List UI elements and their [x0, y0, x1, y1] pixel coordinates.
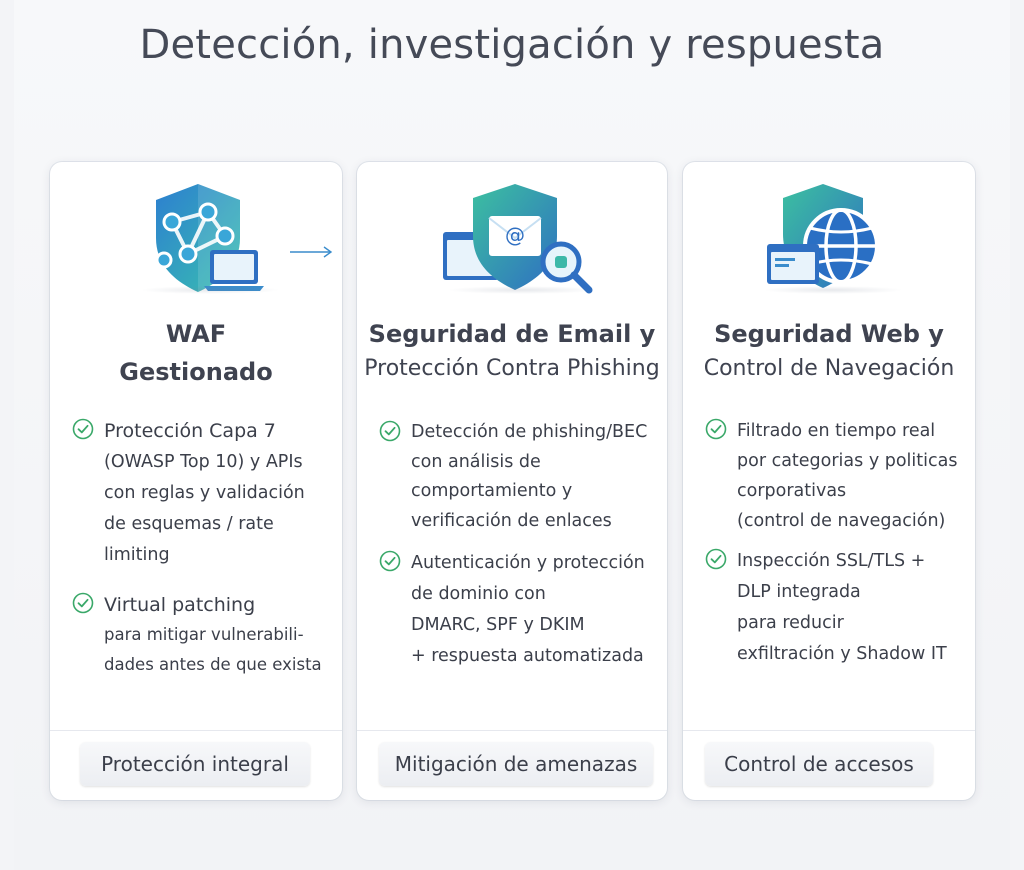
card-web: Seguridad Web y Control de Navegación Fi…	[683, 162, 975, 800]
feature-line: DLP integrada	[737, 582, 861, 602]
card-divider	[50, 730, 342, 731]
arrow-right-icon	[290, 246, 333, 258]
card-title-line1: Seguridad Web y	[714, 320, 944, 348]
feature-line: exfiltración y Shadow IT	[737, 644, 947, 664]
check-circle-icon	[379, 420, 401, 442]
icon-shadow	[447, 286, 597, 294]
card-waf: WAF Gestionado Protección Capa 7 (OWASP …	[50, 162, 342, 800]
icon-shadow	[763, 286, 903, 294]
feature-line: Virtual patching	[104, 594, 256, 616]
card-title-line1: WAF	[165, 320, 227, 348]
card-title-line1: Seguridad de Email y	[368, 320, 656, 348]
feature-line: comportamiento y	[411, 481, 573, 501]
feature-line: Filtrado en tiempo real	[737, 421, 936, 441]
feature-line: dades antes de que exista	[104, 655, 322, 674]
feature-item: Virtual patching para mitigar vulnerabil…	[72, 590, 322, 680]
control-accesos-button[interactable]: Control de accesos	[705, 742, 933, 786]
card-title-line2: Protección Contra Phishing	[364, 356, 660, 381]
svg-text:@: @	[505, 223, 525, 247]
check-circle-icon	[379, 550, 401, 572]
feature-line: Autenticación y protección	[411, 553, 645, 573]
mitigacion-amenazas-button[interactable]: Mitigación de amenazas	[379, 742, 653, 786]
feature-line: con reglas y validación	[104, 483, 305, 503]
check-circle-icon	[705, 548, 727, 570]
feature-line: corporativas	[737, 481, 847, 501]
feature-line: para reducir	[737, 613, 844, 633]
feature-line: de esquemas / rate	[104, 514, 274, 534]
feature-item: Inspección SSL/TLS + DLP integrada para …	[705, 546, 947, 670]
page-title: Detección, investigación y respuesta	[139, 22, 885, 68]
feature-line: DMARC, SPF y DKIM	[411, 615, 585, 635]
shield-network-laptop-icon	[50, 176, 342, 306]
feature-line: Inspección SSL/TLS +	[737, 551, 926, 571]
feature-line: Detección de phishing/BEC	[411, 422, 648, 442]
proteccion-integral-button[interactable]: Protección integral	[80, 742, 310, 786]
card-email: @ Seguridad de Email y Protección Contra…	[357, 162, 667, 800]
feature-item: Detección de phishing/BEC con análisis d…	[379, 418, 647, 536]
card-divider	[683, 730, 975, 731]
card-title-line2: Gestionado	[119, 358, 273, 386]
check-circle-icon	[72, 592, 94, 614]
feature-line: Protección Capa 7	[104, 420, 276, 442]
shield-globe-browser-icon	[683, 176, 975, 306]
feature-line: (control de navegación)	[737, 511, 946, 531]
feature-line: (OWASP Top 10) y APIs	[104, 452, 303, 472]
card-title-line2: Control de Navegación	[703, 356, 955, 381]
feature-line: + respuesta automatizada	[411, 646, 644, 666]
feature-item: Protección Capa 7 (OWASP Top 10) y APIs …	[72, 416, 305, 571]
feature-item: Autenticación y protección de dominio co…	[379, 548, 645, 672]
icon-shadow	[140, 286, 280, 294]
check-circle-icon	[72, 418, 94, 440]
feature-line: limiting	[104, 545, 170, 565]
feature-line: verificación de enlaces	[411, 510, 612, 531]
feature-line: con análisis de	[411, 451, 541, 472]
feature-line: por categorias y politicas	[737, 451, 958, 471]
feature-line: para mitigar vulnerabili-	[104, 625, 304, 644]
shield-email-magnifier-icon: @	[357, 176, 667, 306]
check-circle-icon	[705, 418, 727, 440]
feature-line: de dominio con	[411, 584, 546, 604]
card-divider	[357, 730, 667, 731]
feature-item: Filtrado en tiempo real por categorias y…	[705, 416, 957, 536]
